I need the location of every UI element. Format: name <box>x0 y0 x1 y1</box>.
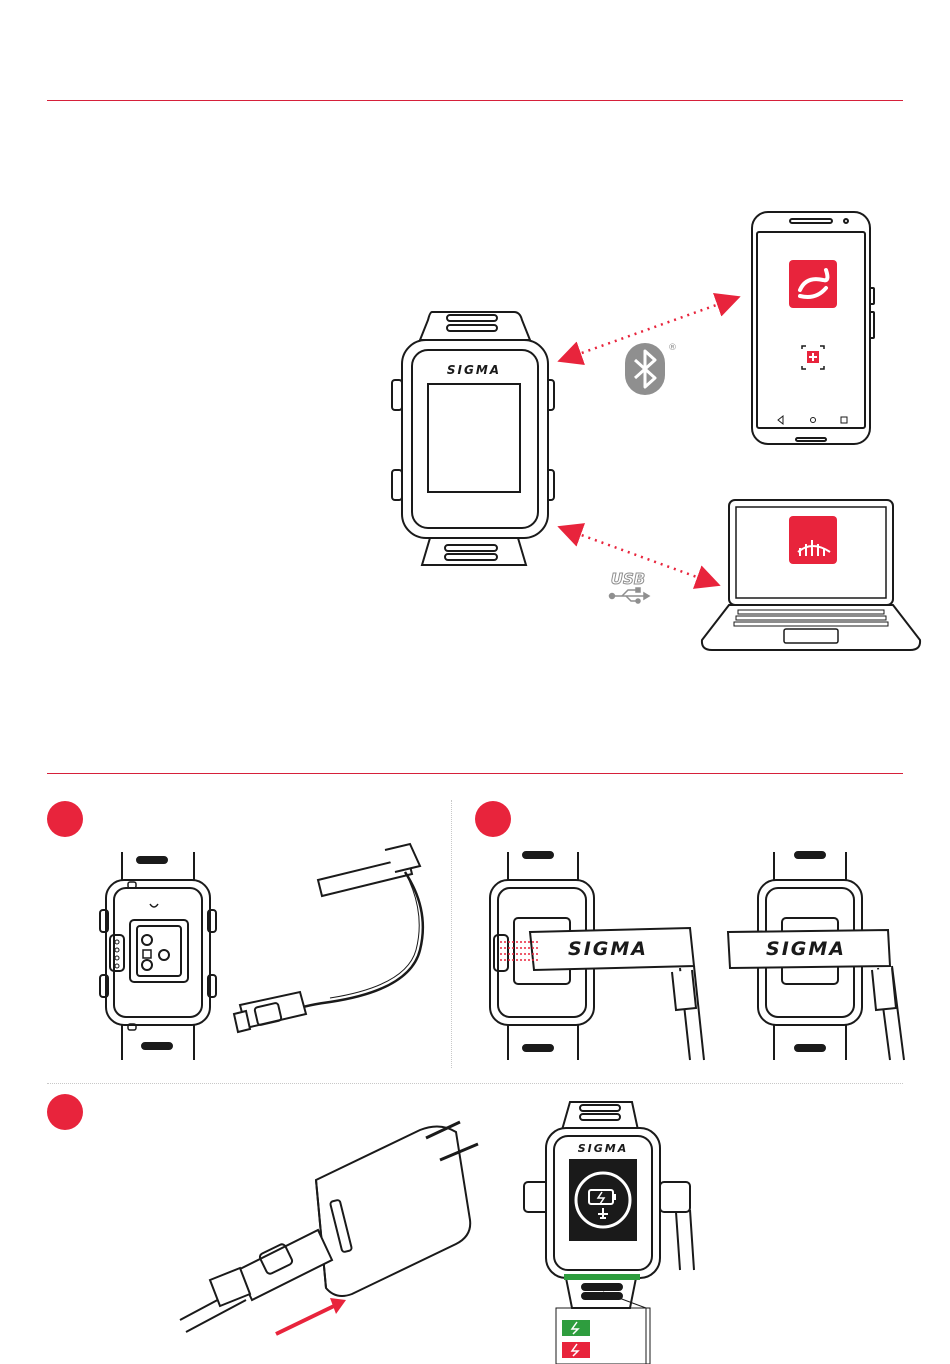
watch-front-icon <box>392 312 554 565</box>
charging-led-strip <box>564 1274 640 1280</box>
watch-back-icon <box>100 852 216 1060</box>
watch-brand-label: SIGMA <box>447 363 501 377</box>
clip-brand-label-b: SIGMA <box>766 938 846 960</box>
smartphone-icon <box>752 212 874 444</box>
wall-charger-icon <box>180 1122 478 1332</box>
bluetooth-icon <box>625 343 665 395</box>
usb-trident-icon <box>610 588 650 603</box>
insert-arrow <box>276 1306 334 1334</box>
bluetooth-registered-mark: ® <box>668 343 677 353</box>
usb-clip-cable-icon <box>234 844 423 1032</box>
charge-bad-swatch <box>562 1342 590 1358</box>
connection-diagram: SIGMA ® USB <box>0 0 950 680</box>
charging-watch-brand: SIGMA <box>578 1142 629 1155</box>
steps-illustrations: SIGMA SIGMA <box>0 800 950 1364</box>
usb-label: USB <box>611 570 645 588</box>
app-icon <box>789 260 837 308</box>
charge-ok-swatch <box>562 1320 590 1336</box>
clip-brand-label-a: SIGMA <box>568 938 648 960</box>
middle-divider <box>47 773 903 774</box>
